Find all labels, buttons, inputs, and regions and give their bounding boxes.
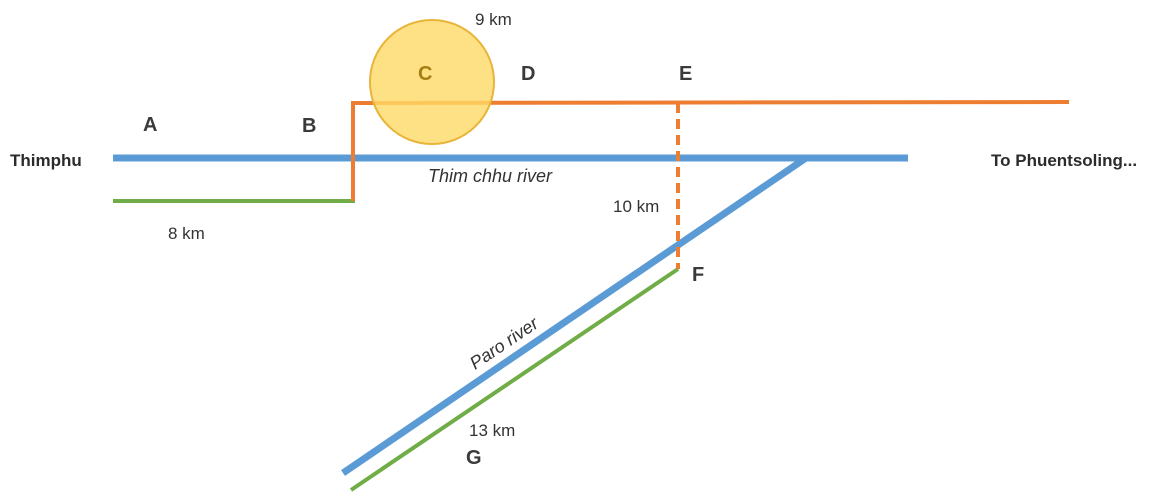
- distance-e-to-f-label: 10 km: [613, 197, 659, 216]
- origin-label: Thimphu: [10, 151, 82, 170]
- paro-river-line: [341, 155, 808, 476]
- route-b-to-e-orange: [351, 100, 1070, 201]
- destination-label: To Phuentsoling...: [991, 151, 1137, 170]
- distance-b-to-e-label: 9 km: [475, 10, 512, 29]
- route-f-to-g-green: [349, 267, 680, 492]
- point-b-label: B: [302, 115, 316, 137]
- point-a-label: A: [143, 114, 157, 136]
- point-e-label: E: [679, 63, 692, 85]
- point-d-label: D: [521, 63, 535, 85]
- point-f-label: F: [692, 264, 704, 286]
- point-c-label: C: [418, 63, 432, 85]
- distance-a-to-b-label: 8 km: [168, 224, 205, 243]
- thim-chhu-river-label: Thim chhu river: [428, 166, 553, 186]
- point-g-label: G: [466, 447, 482, 469]
- highlight-circle-c: [369, 19, 495, 145]
- distance-f-to-g-label: 13 km: [469, 421, 515, 440]
